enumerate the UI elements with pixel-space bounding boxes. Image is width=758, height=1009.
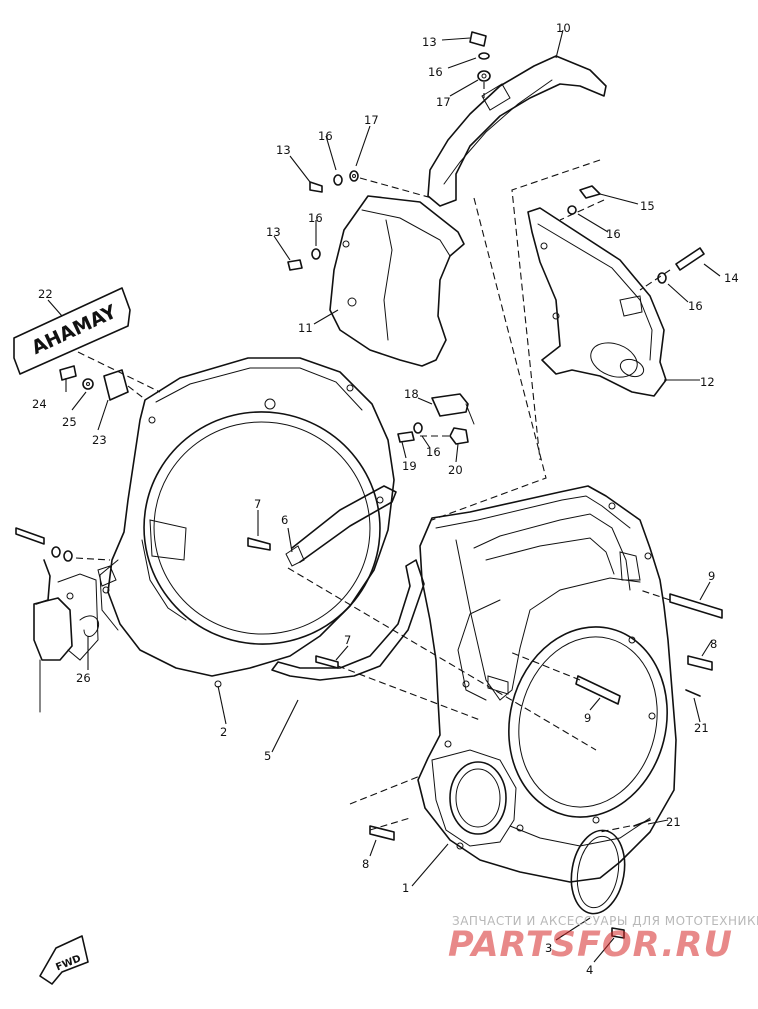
callout-21b: 21 [666,815,681,829]
callout-10: 10 [556,21,571,35]
callout-5: 5 [264,749,271,763]
callout-16f: 16 [426,445,441,459]
callout-18: 18 [404,387,419,401]
part-12-bracket [527,207,667,397]
callout-1: 1 [402,881,409,895]
alignment-lines [75,82,671,833]
callout-2: 2 [220,725,227,739]
callout-16b: 16 [318,129,333,143]
callout-9b: 9 [584,711,591,725]
callout-9a: 9 [708,569,715,583]
fwd-label: FWD [54,953,82,973]
callout-3: 3 [545,941,552,955]
callout-4: 4 [586,963,593,977]
callout-11: 11 [298,321,313,335]
part-11-air-duct [329,195,465,367]
callout-25: 25 [62,415,77,429]
callout-20: 20 [448,463,463,477]
callout-8a: 8 [710,637,717,651]
callout-13c: 13 [266,225,281,239]
fwd-arrow-icon: FWD [39,935,89,985]
callout-21a: 21 [694,721,709,735]
callout-16c: 16 [308,211,323,225]
callout-16d: 16 [606,227,621,241]
part-2-shroud [99,357,395,688]
callout-26: 26 [76,671,91,685]
callout-13b: 13 [276,143,291,157]
fasteners [15,31,723,939]
callout-16e: 16 [688,299,703,313]
callout-24: 24 [32,397,47,411]
callout-14: 14 [724,271,739,285]
part-26-ignition-coil [33,559,117,713]
callout-labels: 1 2 3 4 5 6 7 7 8 8 9 9 10 11 12 13 13 1… [32,21,739,977]
callout-17a: 17 [436,95,451,109]
callout-13a: 13 [422,35,437,49]
part-1-fan-housing [417,485,677,883]
callout-22: 22 [38,287,53,301]
callout-7a: 7 [254,497,261,511]
leader-lines [47,29,721,963]
callout-12: 12 [700,375,715,389]
callout-7b: 7 [344,633,351,647]
callout-23: 23 [92,433,107,447]
callout-6: 6 [281,513,288,527]
callout-17b: 17 [364,113,379,127]
part-22-emblem: YAMAHA [13,287,131,375]
callout-8b: 8 [362,857,369,871]
watermark-brand: PARTSFOR.RU [448,925,733,965]
part-10-top-cover [427,55,607,207]
callout-15: 15 [640,199,655,213]
callout-19: 19 [402,459,417,473]
part-5-seal-strip [271,485,425,681]
watermark-tagline: ЗАПЧАСТИ И АКСЕССУАРЫ ДЛЯ МОТОТЕХНИКИ [452,914,758,928]
callout-16a: 16 [428,65,443,79]
